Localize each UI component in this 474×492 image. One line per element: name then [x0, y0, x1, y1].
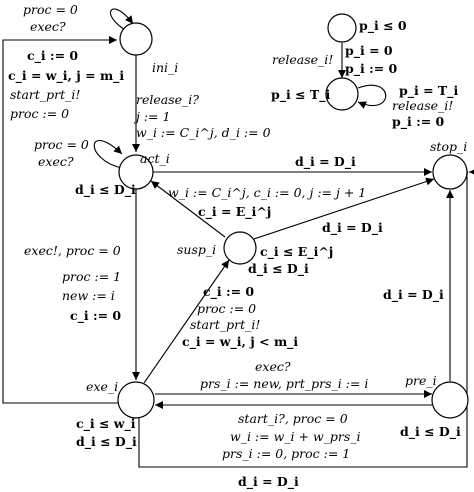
edge-susp-to-act — [150, 180, 226, 238]
inv-susp-1: c_i ≤ E_i^j — [260, 244, 333, 260]
tr-exe-ini-4: proc := 0 — [10, 106, 69, 121]
tr-ini-loop-1: proc = 0 — [23, 2, 78, 17]
tr-pre-exe-2: w_i := w_i + w_prs_i — [230, 429, 361, 444]
label-ini: ini_i — [152, 60, 178, 75]
tr-ini-act-2: j := 1 — [133, 109, 170, 124]
tr-exe-ini-1: c_i := 0 — [27, 48, 78, 64]
tr-susp-act-1: w_i := C_i^j, c_i := 0, j := j + 1 — [168, 185, 366, 200]
tr-exe-stop: d_i = D_i — [238, 474, 299, 490]
inv-pre: d_i ≤ D_i — [400, 424, 461, 440]
edge-exe-to-susp — [143, 259, 230, 384]
tr-exe-ini-3: start_prt_i! — [10, 87, 80, 102]
tr-susp-act-2: c_i = E_i^j — [198, 204, 271, 220]
tr-exe-susp-4: c_i = w_i, j < m_i — [182, 334, 298, 350]
inv-exe-1: c_i ≤ w_i — [76, 416, 136, 432]
state-susp — [223, 231, 257, 265]
inv-exe-2: d_i ≤ D_i — [76, 434, 137, 450]
label-stop: stop_i — [430, 139, 467, 154]
tr-act-stop: d_i = D_i — [295, 154, 356, 170]
inv-p-start: p_i ≤ 0 — [359, 18, 407, 34]
state-p-end — [325, 77, 359, 111]
state-pre — [431, 381, 469, 419]
label-pre: pre_i — [405, 373, 437, 388]
edge-ini-loop — [110, 8, 134, 32]
label-susp: susp_i — [177, 242, 216, 257]
tr-p-loop-3: p_i := 0 — [392, 114, 445, 130]
tr-p-loop-1: p_i = T_i — [399, 83, 458, 99]
state-act — [118, 154, 154, 190]
tr-p-to-end: p_i := 0 — [345, 61, 398, 77]
tr-p-release-2: p_i = 0 — [345, 43, 393, 59]
state-ini — [119, 22, 153, 56]
tr-ini-act-1: release_i? — [136, 92, 199, 107]
inv-p-end: p_i ≤ T_i — [271, 87, 330, 103]
tr-act-exe-1: exec!, proc = 0 — [24, 243, 121, 258]
tr-act-loop-1: proc = 0 — [34, 137, 89, 152]
state-stop — [432, 154, 468, 190]
tr-exe-pre-2: prs_i := new, prt_prs_i := i — [200, 376, 368, 391]
tr-exe-susp-1: c_i := 0 — [203, 284, 254, 300]
edge-susp-to-stop — [253, 177, 435, 240]
tr-act-exe-3: new := i — [62, 288, 115, 303]
tr-exe-susp-3: start_prt_i! — [190, 317, 260, 332]
label-exe: exe_i — [86, 379, 118, 394]
tr-p-loop-2: release_i! — [392, 98, 453, 113]
label-act: act_i — [140, 151, 170, 166]
tr-ini-act-3: w_i := C_i^j, d_i := 0 — [136, 125, 271, 140]
tr-act-exe-2: proc := 1 — [62, 269, 121, 284]
tr-exe-susp-2: proc := 0 — [197, 301, 256, 316]
tr-p-release-1: release_i! — [272, 52, 333, 67]
inv-act: d_i ≤ D_i — [75, 182, 136, 198]
edge-exe-to-ini — [2, 36, 118, 404]
tr-pre-stop: d_i = D_i — [383, 287, 444, 303]
tr-exe-pre-1: exec? — [255, 359, 291, 374]
tr-act-loop-2: exec? — [38, 154, 74, 169]
tr-exe-ini-2: c_i = w_i, j = m_i — [8, 68, 124, 84]
tr-pre-exe-1: start_i?, proc = 0 — [238, 411, 348, 426]
tr-ini-loop-2: exec? — [30, 19, 66, 34]
tr-pre-exe-3: prs_i := 0, proc := 1 — [222, 446, 350, 461]
inv-susp-2: d_i ≤ D_i — [248, 261, 309, 277]
state-exe — [117, 381, 155, 419]
edge-act-loop — [93, 140, 123, 169]
state-p-start — [327, 13, 357, 43]
tr-act-exe-4: c_i := 0 — [70, 308, 121, 324]
tr-susp-stop: d_i = D_i — [322, 220, 383, 236]
edge-p-loop — [357, 84, 387, 109]
